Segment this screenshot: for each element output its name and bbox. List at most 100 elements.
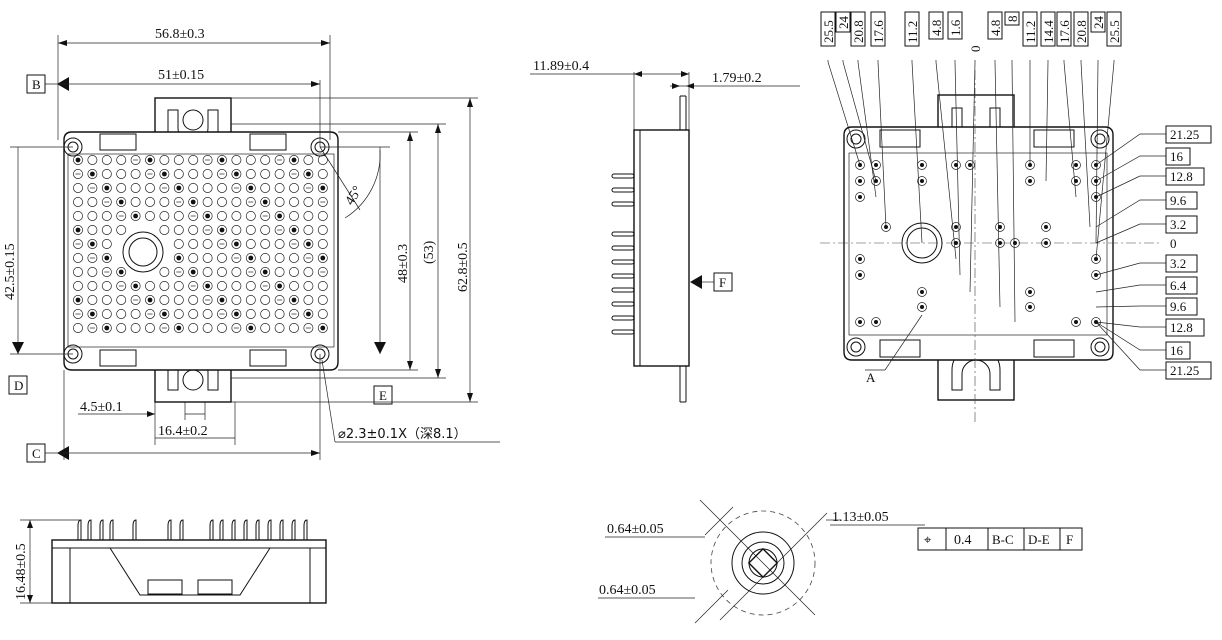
grid-pin bbox=[101, 155, 112, 165]
grid-pin bbox=[202, 183, 213, 193]
grid-pin bbox=[130, 323, 141, 333]
grid-pin bbox=[188, 211, 199, 221]
right-label-box bbox=[1165, 215, 1198, 234]
grid-pin bbox=[87, 253, 98, 263]
grid-pin bbox=[303, 225, 314, 235]
right-label: 12.8 bbox=[1170, 320, 1193, 335]
front-pins bbox=[77, 519, 308, 540]
map-pin bbox=[951, 160, 961, 170]
grid-pin bbox=[260, 309, 271, 319]
grid-pin bbox=[303, 239, 314, 249]
tol-symbol-cell bbox=[917, 527, 947, 551]
grid-pin bbox=[159, 197, 170, 207]
grid-pin bbox=[101, 197, 112, 207]
top-label: 11.2 bbox=[1023, 21, 1038, 43]
grid-pin bbox=[217, 309, 227, 319]
detail-dim-a-label: 0.64±0.05 bbox=[607, 522, 664, 537]
grid-pin bbox=[303, 323, 314, 333]
grid-pin bbox=[173, 309, 184, 319]
grid-pin bbox=[73, 225, 83, 235]
module-outline bbox=[63, 131, 339, 371]
side-pin bbox=[611, 315, 635, 321]
grid-pin bbox=[116, 267, 127, 277]
grid-pin bbox=[145, 323, 155, 333]
top-label-box bbox=[1040, 11, 1056, 47]
grid-pin bbox=[87, 197, 98, 207]
grid-pin bbox=[173, 281, 184, 291]
grid-pin bbox=[303, 281, 314, 291]
grid-pin bbox=[231, 225, 242, 235]
grid-pin bbox=[173, 197, 184, 207]
grid-pin bbox=[202, 197, 213, 207]
top-label-box bbox=[820, 11, 836, 47]
grid-pin bbox=[231, 155, 242, 165]
grid-pin bbox=[73, 155, 83, 165]
grid-pin bbox=[173, 253, 184, 263]
grid-pin bbox=[260, 169, 271, 179]
grid-pin bbox=[317, 323, 328, 333]
side-pin bbox=[611, 245, 635, 251]
grid-pin bbox=[245, 267, 256, 277]
grid-pin bbox=[231, 267, 242, 277]
pin-field-border bbox=[67, 153, 335, 348]
grid-pin bbox=[173, 225, 184, 235]
grid-pin bbox=[173, 169, 184, 179]
grid-pin bbox=[145, 155, 155, 165]
grid-pin bbox=[188, 309, 199, 319]
grid-pin bbox=[116, 225, 127, 235]
grid-pin bbox=[159, 309, 170, 319]
right-label: 9.6 bbox=[1170, 299, 1187, 314]
map-pin bbox=[917, 176, 927, 186]
map-pin bbox=[1071, 317, 1081, 327]
total-height-label: 62.8±0.5 bbox=[456, 242, 471, 292]
hole-span-y-label: 42.5±0.15 bbox=[3, 243, 18, 300]
grid-pin bbox=[116, 323, 127, 333]
grid-pin bbox=[245, 309, 256, 319]
grid-pin bbox=[260, 155, 271, 165]
grid-pin bbox=[145, 183, 155, 193]
grid-pin bbox=[116, 169, 127, 179]
grid-pin bbox=[173, 323, 184, 333]
grid-pin bbox=[231, 323, 242, 333]
map-pin bbox=[965, 160, 975, 170]
grid-pin bbox=[217, 239, 227, 249]
right-label-box bbox=[1165, 297, 1198, 316]
grid-pin bbox=[303, 169, 314, 179]
grid-pin bbox=[289, 253, 299, 263]
grid-pin bbox=[260, 183, 271, 193]
right-label-box bbox=[1165, 318, 1205, 337]
grid-pin bbox=[274, 239, 285, 249]
detail-dim-b-label: 1.13±0.05 bbox=[832, 510, 889, 525]
top-label-box bbox=[947, 11, 963, 40]
top-label: 20.8 bbox=[1074, 20, 1089, 43]
grid-pin bbox=[303, 309, 314, 319]
grid-pin bbox=[289, 169, 299, 179]
grid-pin bbox=[217, 197, 227, 207]
map-pin bbox=[951, 238, 961, 248]
grid-pin bbox=[303, 267, 314, 277]
top-label: 4.8 bbox=[988, 20, 1003, 36]
grid-pin bbox=[317, 183, 328, 193]
right-label-box bbox=[1165, 147, 1191, 166]
grid-pin bbox=[73, 281, 83, 291]
grid-pin bbox=[289, 155, 299, 165]
grid-pin bbox=[116, 309, 127, 319]
ref-height-label: (53) bbox=[422, 240, 437, 264]
map-pin bbox=[855, 176, 865, 186]
grid-pin bbox=[202, 309, 213, 319]
grid-pin bbox=[231, 309, 242, 319]
top-label-box bbox=[1073, 11, 1089, 47]
grid-pin bbox=[231, 169, 242, 179]
grid-pin bbox=[87, 309, 98, 319]
map-pin bbox=[855, 254, 865, 264]
grid-pin bbox=[260, 239, 271, 249]
grid-pin bbox=[173, 267, 184, 277]
top-label-box bbox=[904, 11, 920, 47]
grid-pin bbox=[245, 295, 256, 305]
grid-pin bbox=[73, 253, 83, 263]
grid-pin bbox=[217, 295, 227, 305]
right-label-box bbox=[1165, 254, 1198, 273]
grid-pin bbox=[188, 183, 199, 193]
top-label-box bbox=[928, 11, 944, 40]
